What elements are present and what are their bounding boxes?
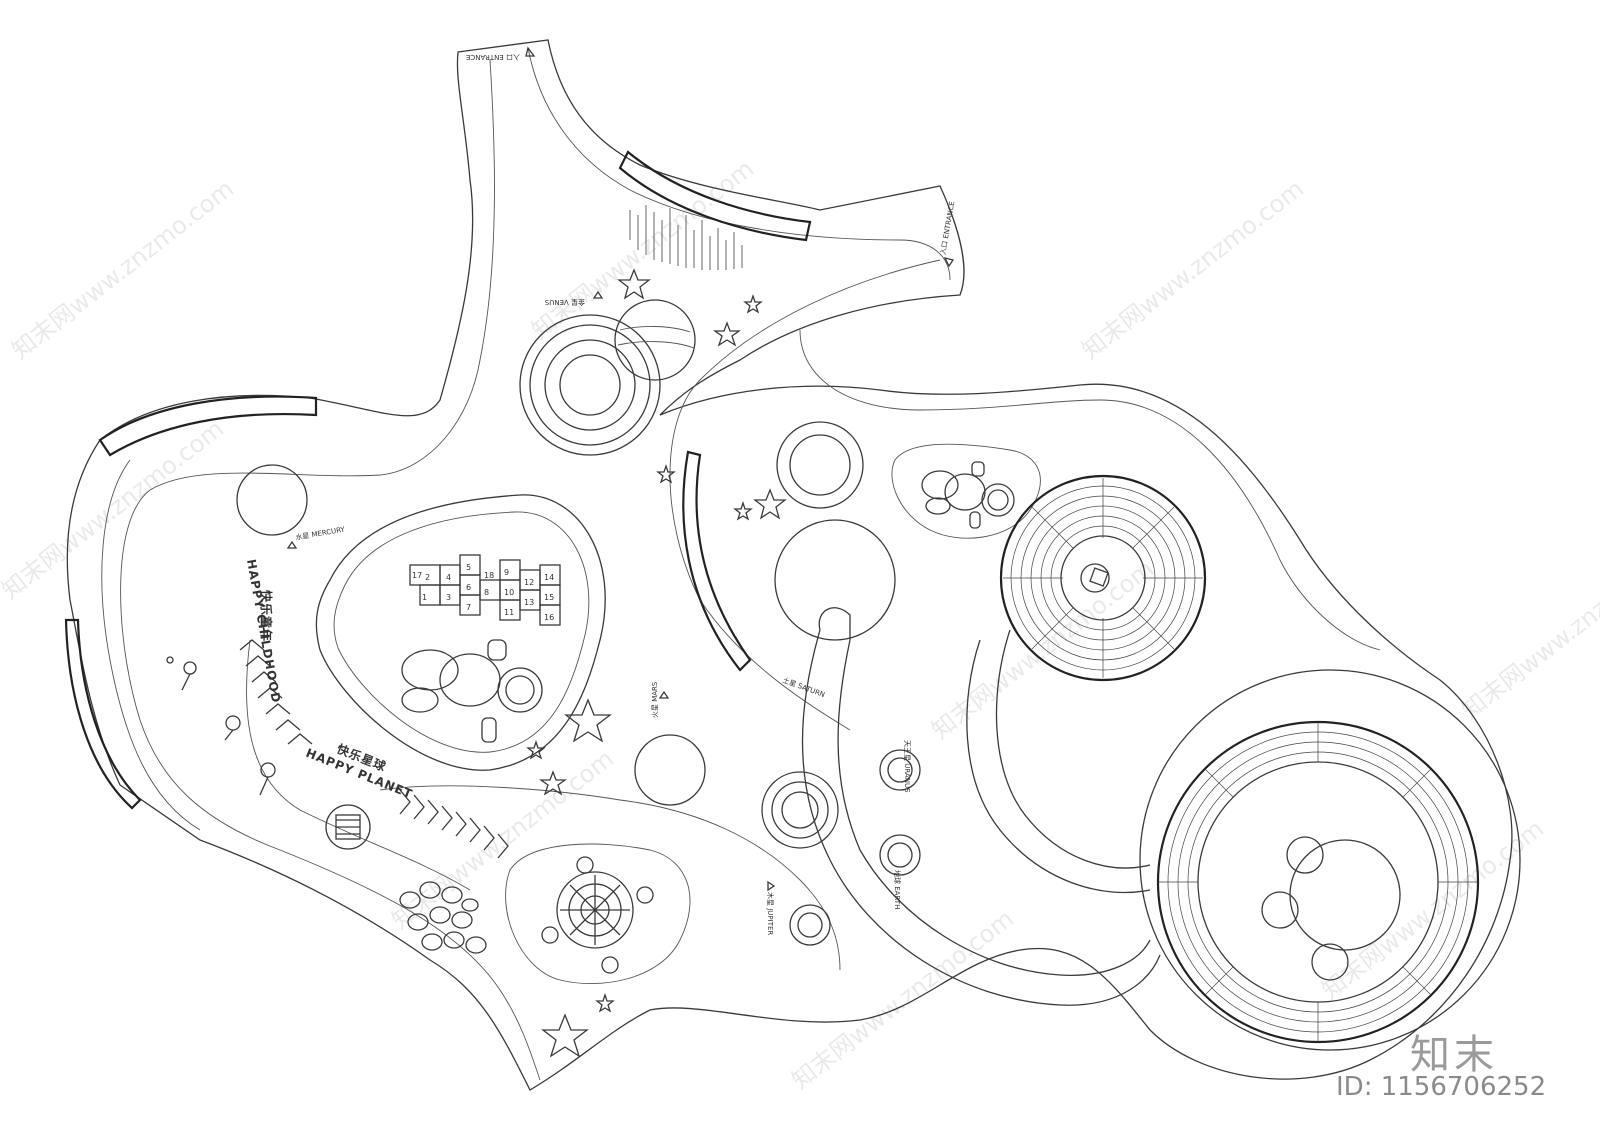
watermark-layer: 知末网www.znzmo.com 知末网www.znzmo.com 知末网www…	[0, 154, 1600, 1094]
chevron-stripes-left	[239, 639, 313, 745]
planet-saturn	[761, 771, 839, 849]
seating-pattern	[629, 205, 743, 270]
hopscotch-number: 14	[544, 573, 554, 582]
watermark-text: 知末网www.znzmo.com	[526, 154, 759, 344]
planet-ringed-center	[776, 421, 864, 509]
hopscotch-number: 7	[466, 603, 471, 612]
watermark-text: 知末网www.znzmo.com	[1316, 814, 1549, 1004]
spiral-slide-path	[966, 639, 1151, 894]
watermark-text: 知末网www.znzmo.com	[0, 414, 229, 604]
hopscotch-number: 3	[446, 593, 451, 602]
label-happy-childhood-en: HAPPY CHILDHOOD	[244, 558, 283, 704]
astronaut-island	[891, 443, 1041, 539]
watermark-text: 知末网www.znzmo.com	[6, 174, 239, 364]
hopscotch-number: 9	[504, 568, 509, 577]
hopscotch-number: 18	[484, 571, 494, 580]
inner-road-line	[246, 639, 471, 891]
astronaut-sculpture	[921, 461, 1015, 529]
hopscotch-number: 2	[425, 573, 430, 582]
central-island-inner	[333, 511, 590, 753]
planet-mercury	[236, 464, 308, 536]
curved-wall	[98, 395, 318, 457]
label-mercury: 水星 MERCURY	[295, 524, 346, 542]
hopscotch-number: 12	[524, 578, 534, 587]
map-labels: 入口 ENTRANCE 入口 ENTRANCE 金星 VENUS 水星 MERC…	[244, 53, 956, 935]
chevron-stripes-bottom	[399, 789, 509, 859]
hopscotch-number: 11	[504, 608, 514, 617]
inner-road-line	[669, 259, 941, 731]
label-happy-childhood-cn: 快乐童年	[259, 590, 274, 642]
site-boundary	[66, 39, 1513, 1091]
stepping-stones	[399, 881, 487, 954]
astronaut-sculpture	[401, 639, 543, 743]
jupiter-island	[505, 843, 691, 985]
hopscotch-number: 17	[412, 571, 422, 580]
planet-venus	[519, 314, 661, 456]
brand-logo-text: 知末	[1410, 1032, 1498, 1078]
curved-wall	[64, 618, 142, 810]
label-earth: 地球 EARTH	[893, 870, 902, 909]
curved-wall	[682, 450, 752, 672]
label-entrance-right: 入口 ENTRANCE	[939, 201, 956, 256]
watermark-text: 知末网www.znzmo.com	[1456, 534, 1600, 724]
hopscotch-number: 13	[524, 598, 534, 607]
watermark-text: 知末网www.znzmo.com	[1076, 174, 1309, 364]
climbing-dome	[541, 856, 654, 974]
label-jupiter: 木星 JUPITER	[766, 892, 775, 935]
spiral-slide-path	[837, 639, 1151, 976]
planet-large-center	[774, 519, 896, 641]
watermark-text: 知末网www.znzmo.com	[786, 904, 1019, 1094]
watermark-text: 知末网www.znzmo.com	[926, 554, 1159, 744]
planet-small-ringed	[614, 299, 696, 381]
inner-road-line	[120, 59, 541, 1081]
image-id-text: ID: 1156706252	[1336, 1072, 1547, 1102]
hopscotch-grid: 1 2 3 4 5 6 7 8 9 10 11 12 13 14 15 16 1…	[409, 554, 561, 626]
slide-tower	[818, 607, 851, 640]
label-mars: 火星 MARS	[651, 681, 659, 718]
hopscotch-number: 10	[504, 588, 514, 597]
hatched-dome-upper	[999, 474, 1207, 682]
entrance-arrows	[286, 46, 955, 892]
curved-wall	[618, 150, 812, 242]
label-uranus: 天王星 URANUS	[903, 740, 911, 793]
spiral-slide-path	[801, 629, 1161, 1006]
central-island	[315, 494, 606, 771]
star-decorations	[526, 268, 787, 1058]
inner-road-line	[101, 459, 201, 831]
label-entrance-top: 入口 ENTRANCE	[466, 53, 520, 61]
hopscotch-number: 1	[422, 593, 427, 602]
planet-mars	[634, 734, 706, 806]
planet-small-rings	[789, 749, 921, 946]
hopscotch-number: 5	[466, 563, 471, 572]
label-venus: 金星 VENUS	[544, 298, 585, 307]
hopscotch-number: 4	[446, 573, 451, 582]
inner-road-line	[799, 329, 1381, 651]
hatched-dome-lower	[1139, 669, 1521, 1051]
hopscotch-number: 16	[544, 613, 554, 622]
lamp-symbols	[166, 656, 276, 796]
hopscotch-number: 8	[484, 588, 489, 597]
hopscotch-number: 15	[544, 593, 554, 602]
play-equipment-left	[325, 804, 371, 850]
label-saturn: 土星 SATURN	[781, 675, 826, 699]
spiral-slide-path	[995, 629, 1151, 869]
hopscotch-number: 6	[466, 583, 471, 592]
